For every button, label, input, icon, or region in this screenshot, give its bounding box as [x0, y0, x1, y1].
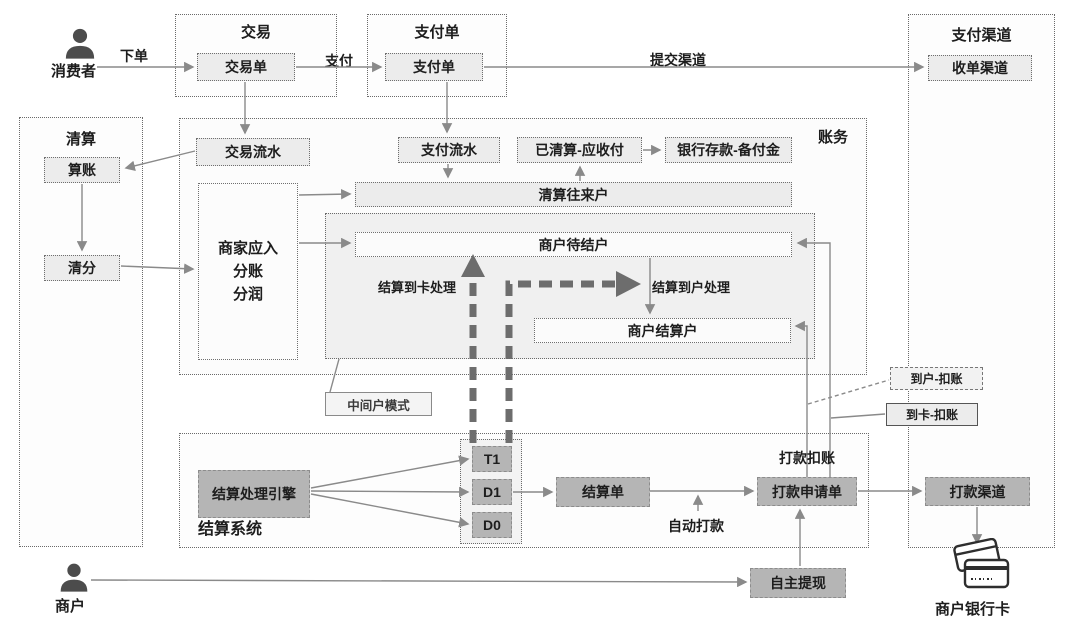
node-settle-order: 结算单 — [556, 477, 650, 507]
bank-cards-icon — [953, 538, 1010, 589]
container-settlement-system-title: 结算系统 — [198, 521, 263, 538]
consumer-icon — [65, 28, 95, 59]
container-payment-order-title: 支付单 — [414, 24, 460, 41]
label-auto-payout: 自动打款 — [668, 518, 724, 534]
label-settle-to-card: 结算到卡处理 — [378, 280, 457, 295]
label-payout-deduct: 打款扣账 — [779, 450, 835, 466]
node-clearing-current-account: 清算往来户 — [355, 182, 792, 207]
container-clearing-title: 清算 — [65, 131, 96, 148]
container-clearing: 清算 — [19, 117, 143, 547]
node-merchant-pending-account: 商户待结户 — [355, 232, 792, 257]
label-submit-channel: 提交渠道 — [650, 52, 706, 68]
node-to-account-deduct: 到户-扣账 — [890, 367, 983, 390]
node-acquiring-channel: 收单渠道 — [928, 55, 1032, 81]
node-reckoning: 算账 — [44, 157, 120, 183]
merchant-label: 商户 — [55, 598, 86, 615]
node-d1: D1 — [472, 479, 512, 505]
consumer-label: 消费者 — [51, 63, 97, 80]
node-merchant-receivable: 商家应入 分账 分润 — [198, 183, 298, 360]
node-settle-engine: 结算处理引擎 — [198, 470, 310, 518]
merchant-bank-card-label: 商户银行卡 — [935, 601, 1011, 618]
node-trade-order: 交易单 — [197, 53, 295, 81]
node-merchant-settle-account: 商户结算户 — [534, 318, 791, 343]
container-accounting-title: 账务 — [817, 129, 848, 146]
node-payout-request: 打款申请单 — [757, 477, 857, 506]
node-self-withdraw: 自主提现 — [750, 568, 846, 598]
container-trade-title: 交易 — [240, 24, 271, 41]
node-clearing-split: 清分 — [44, 255, 120, 281]
node-payout-channel: 打款渠道 — [925, 477, 1030, 506]
node-middle-account-mode: 中间户模式 — [325, 392, 432, 416]
node-cleared-receivable: 已清算-应收付 — [517, 137, 642, 163]
node-d0: D0 — [472, 512, 512, 538]
node-payment-flow: 支付流水 — [398, 137, 500, 163]
node-payment-order: 支付单 — [385, 53, 483, 81]
label-settle-to-account: 结算到户处理 — [652, 280, 731, 295]
label-place-order: 下单 — [120, 48, 148, 64]
node-bank-deposit-reserve: 银行存款-备付金 — [665, 137, 792, 163]
node-trade-flow: 交易流水 — [196, 138, 310, 166]
container-payment-channel: 支付渠道 — [908, 14, 1055, 548]
merchant-icon — [60, 563, 88, 592]
node-to-card-deduct: 到卡-扣账 — [886, 403, 978, 426]
container-payment-channel-title: 支付渠道 — [951, 27, 1012, 44]
node-t1: T1 — [472, 446, 512, 472]
label-pay: 支付 — [325, 53, 353, 69]
